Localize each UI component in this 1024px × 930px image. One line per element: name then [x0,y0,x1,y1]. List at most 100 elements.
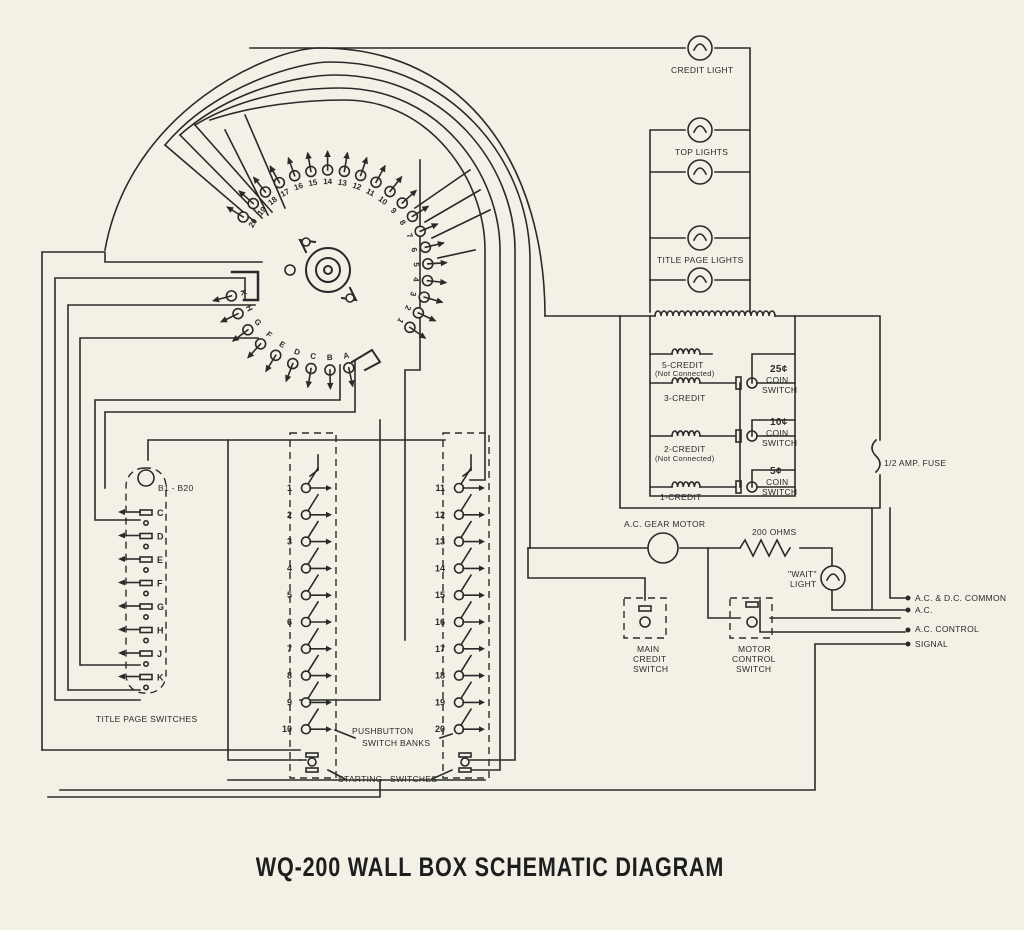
selector-letter-label: F [264,330,274,340]
selector-letter-label: H [244,304,255,313]
selector-letter-label: B [327,353,333,362]
pushbutton-right-17: 17 [435,627,485,655]
selector-number-contact-9 [370,164,386,189]
title-page-lights-label: TITLE PAGE LIGHTS [657,255,744,265]
selector-number-label: 14 [323,177,332,186]
selector-letter-label: K [238,289,248,297]
switches-label: SWITCHES [390,774,437,784]
coin-switch-5-contact [735,480,742,494]
signal-label: SIGNAL [915,639,948,649]
top-light-bulb-1 [687,117,713,143]
pushbutton-left-9: 9 [287,681,332,708]
title-page-light-bulb-2 [687,267,713,293]
title-page-light-bulb-1 [687,225,713,251]
selector-number-contact-3 [269,165,286,189]
five-credit-note: (Not Connected) [655,369,715,378]
diagram-title: WQ-200 WALL BOX SCHEMATIC DIAGRAM [255,852,725,882]
selector-number-contact-13 [414,223,439,238]
resistor [738,538,792,558]
switch-banks-label: SWITCH BANKS [362,738,430,748]
selector-number-contact-15 [422,258,448,270]
selector-number-contact-11 [396,189,418,209]
two-credit-note: (Not Connected) [655,454,715,463]
credit-coils: 5-CREDIT (Not Connected) 3-CREDIT 2-CRED… [649,348,741,502]
pushbutton-right-number: 13 [435,537,445,547]
selector-number-label: 6 [409,247,419,254]
pushbutton-label: PUSHBUTTON [352,726,413,736]
selector-number-label: 12 [351,181,363,193]
pushbutton-right-number: 19 [435,697,445,707]
wait-light-label-2: LIGHT [790,579,817,589]
title-page-switches-label: TITLE PAGE SWITCHES [96,714,197,724]
title-page-switch-letter: E [157,555,163,565]
five-credit-label: 5-CREDIT [662,360,704,370]
credit-light-label: CREDIT LIGHT [671,65,733,75]
light-circuit: CREDIT LIGHT TOP LIGHTS TITLE PAGE LIGHT… [249,35,751,313]
ac-label: A.C. [915,605,933,615]
selector-letter-contact-2 [231,324,254,342]
selector-number-contact-1 [238,190,260,210]
title-page-switch-letter: C [157,508,164,518]
selector-number-contact-5 [305,151,317,178]
pushbutton-left-number: 3 [287,537,292,547]
right-pushbutton-bank-box [442,432,490,779]
pushbutton-left-7: 7 [287,627,332,655]
coin-5-value: 5¢ [770,466,782,477]
wait-light-label-1: "WAIT" [788,569,817,579]
pushbutton-right-16: 16 [435,600,485,628]
selector-number-label: 4 [411,277,420,283]
output-terminals: A.C. & D.C. COMMON A.C. A.C. CONTROL SIG… [905,593,1006,649]
selector-number-contact-4 [287,156,301,182]
pushbutton-right-number: 15 [435,590,445,600]
pushbutton-left-number: 6 [287,617,292,627]
transformer [544,310,881,509]
title-page-switch-letter: J [157,649,162,659]
title-page-switch-letter: H [157,626,164,636]
pushbutton-left-number: 1 [287,483,292,493]
pushbutton-right-number: 11 [435,483,445,493]
main-label: MAIN [637,644,659,654]
selector-number-label: 11 [365,186,377,198]
title-page-switch-g: G [118,602,164,620]
selector-number-contact-19 [404,321,427,339]
pushbutton-left-number: 2 [287,510,292,520]
coin-25-switch-label: SWITCH [762,385,797,395]
selector-number-label: 13 [337,178,348,188]
selector-number-contact-18 [412,307,437,322]
two-credit-label: 2-CREDIT [664,444,706,454]
pushbutton-right-19: 19 [435,681,485,708]
pushbutton-right-12: 12 [435,493,485,521]
selector-letter-contact-1 [220,307,244,323]
selector-letter-contact-3 [247,338,267,359]
selector-number-contact-6 [321,150,334,176]
selector-letter-contact-4 [265,349,282,373]
title-page-switch-letter: F [157,579,163,589]
title-page-switch-e: E [118,555,163,573]
title-page-switch-box [125,467,167,694]
coin-switch-10-contact [735,429,742,443]
starting-label: STARTING [338,774,383,784]
pushbutton-left-4: 4 [287,547,332,574]
pushbutton-right-number: 14 [435,563,445,573]
selector-letter-label: E [278,339,288,350]
pushbutton-right-number: 17 [435,644,445,654]
coin-10-switch-label: SWITCH [762,438,797,448]
gear-motor-label: A.C. GEAR MOTOR [624,519,705,529]
pushbutton-right-18: 18 [435,654,485,681]
pushbutton-right-number: 16 [435,617,445,627]
motor-circuit: A.C. GEAR MOTOR 200 OHMS "WAIT" LIGHT MA… [59,507,906,791]
motor-control-label: CONTROL [732,654,776,664]
motor-control-switch-box [729,597,773,639]
left-pushbutton-bank-box [289,432,337,779]
top-light-bulb-2 [687,159,713,185]
pushbutton-left-1: 1 [287,466,332,494]
title-page-switch-c: C [118,508,164,526]
selector-number-contact-0 [226,206,249,223]
pushbutton-left-number: 8 [287,671,292,681]
selector-number-label: 1 [395,316,405,325]
